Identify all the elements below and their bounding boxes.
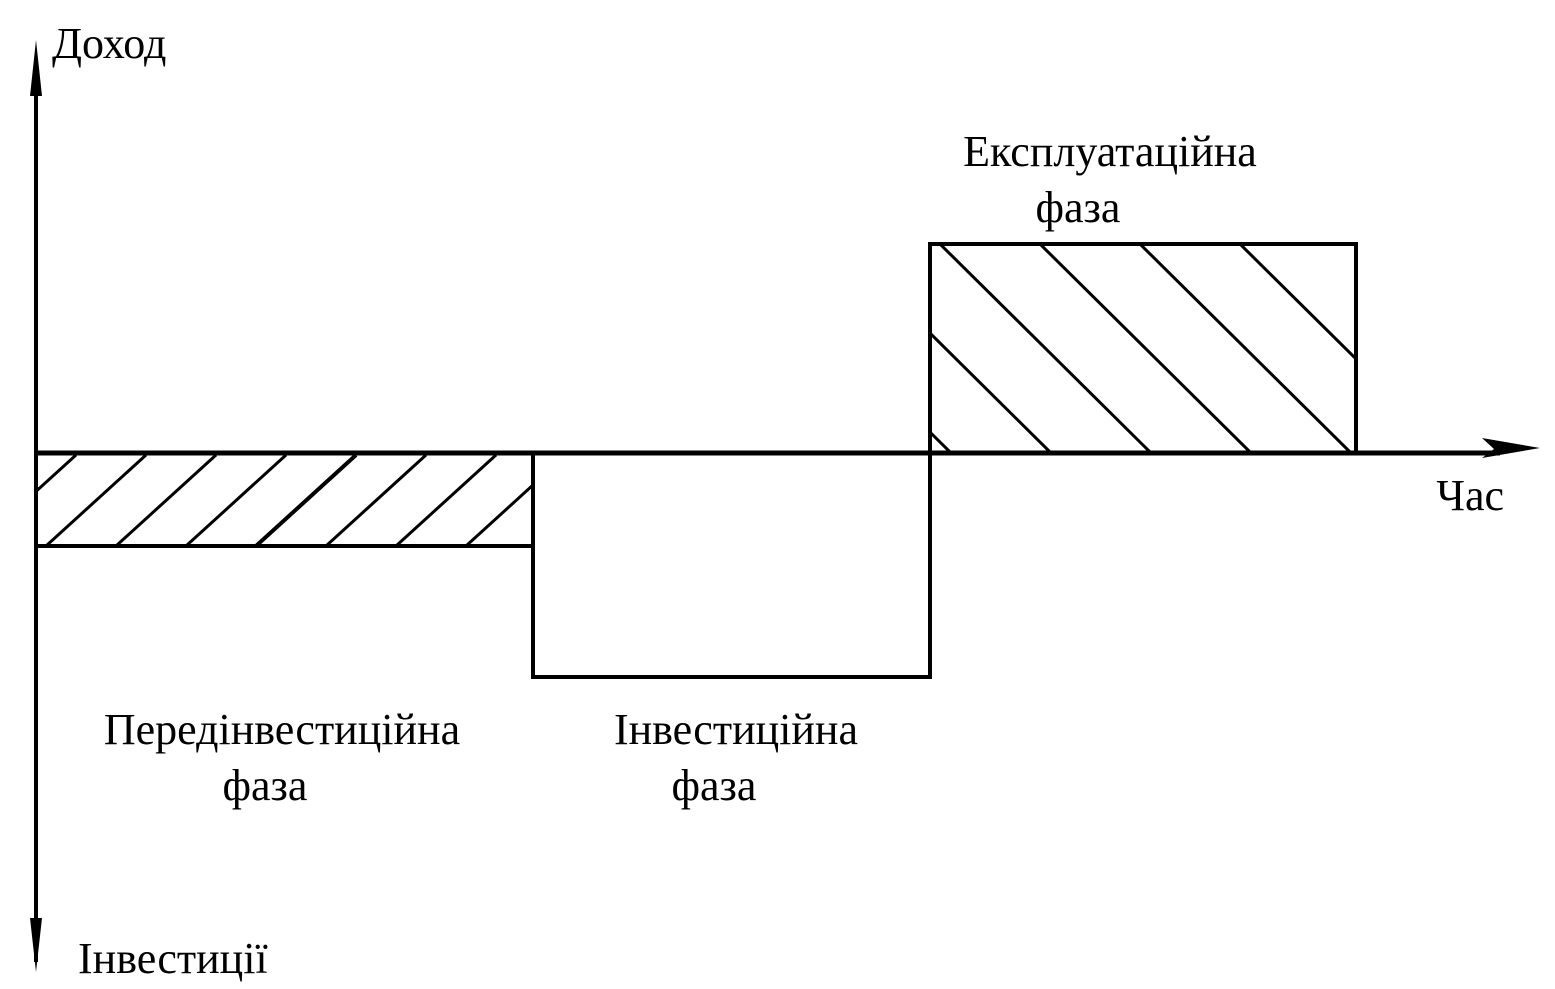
pre-investment-phase-label-line1: Передінвестиційна <box>104 705 460 754</box>
y-axis-income-label: Доход <box>52 19 166 68</box>
investment-phase-label-line2: фаза <box>672 761 757 810</box>
investment-phase-block <box>531 453 932 679</box>
pre-investment-hatching <box>36 455 533 546</box>
operational-phase-block <box>928 242 1358 453</box>
time-axis-arrow <box>1482 438 1540 458</box>
vertical-axis-down-arrow <box>30 918 42 972</box>
x-axis-time-label: Час <box>1436 471 1504 520</box>
investment-phase-label-line1: Інвестиційна <box>614 705 858 754</box>
operational-phase-label-line1: Експлуатаційна <box>963 127 1257 176</box>
pre-investment-phase-block <box>36 453 535 548</box>
pre-investment-phase-label-line2: фаза <box>223 761 308 810</box>
vertical-axis-up-arrow <box>30 40 42 96</box>
operational-phase-label-line2: фаза <box>1036 183 1121 232</box>
operational-hatching <box>930 244 1356 452</box>
y-axis-investments-label: Інвестиції <box>78 934 268 983</box>
